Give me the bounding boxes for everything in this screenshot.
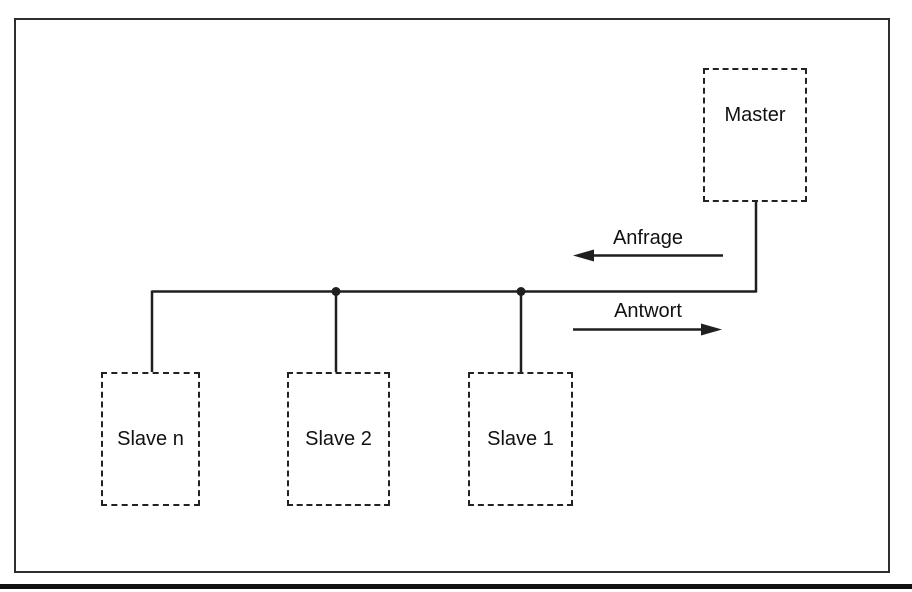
master-node: Master [703, 68, 807, 202]
slave-n-node-label: Slave n [117, 428, 184, 450]
slave-1-node-label: Slave 1 [487, 428, 554, 450]
request-arrow-label: Anfrage [612, 227, 684, 249]
master-node-label: Master [724, 104, 786, 126]
footer-rule [0, 584, 912, 589]
slave-2-node: Slave 2 [287, 372, 390, 506]
response-arrow-label: Antwort [614, 300, 682, 322]
slave-n-node: Slave n [101, 372, 200, 506]
slave-2-node-label: Slave 2 [305, 428, 372, 450]
slave-1-node: Slave 1 [468, 372, 573, 506]
